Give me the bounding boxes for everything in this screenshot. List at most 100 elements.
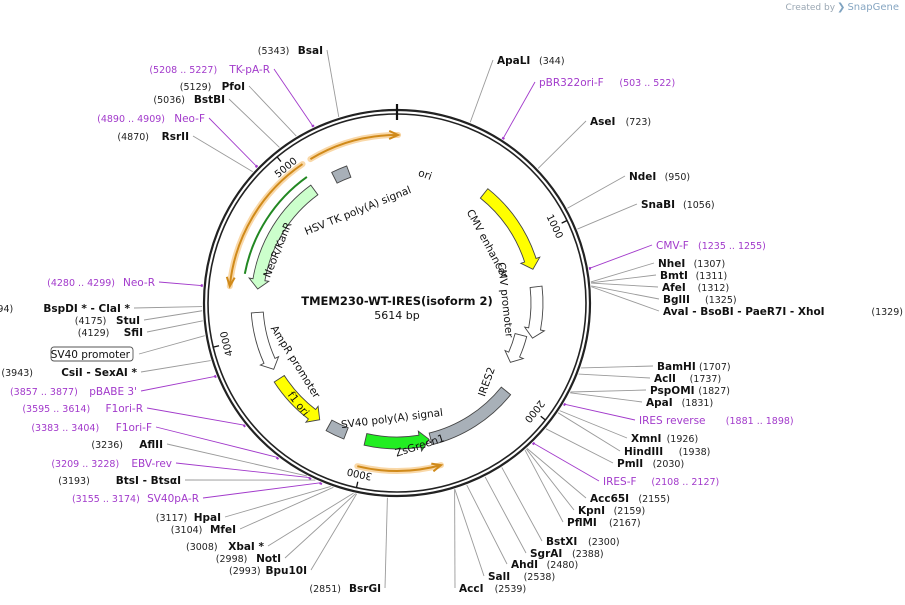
- site-label-ahdi[interactable]: AhdI(2480): [511, 559, 578, 571]
- site-label-pmli[interactable]: PmlI(2030): [617, 458, 684, 470]
- feature-label-cmv-promoter[interactable]: CMV promoter: [495, 262, 515, 339]
- site-label-acli[interactable]: AclI(1737): [654, 373, 721, 385]
- site-label-acci[interactable]: AccI(2539): [459, 583, 526, 595]
- site-label-bsrgi[interactable]: BsrGI(2851): [309, 583, 381, 595]
- feature-hsv-tk-poly-a-signal[interactable]: [331, 165, 352, 184]
- label-name[interactable]: AclI: [654, 373, 676, 385]
- label-name[interactable]: AfeI: [662, 282, 686, 294]
- site-label-xmni[interactable]: XmnI(1926): [631, 433, 698, 445]
- site-label-bpu10i[interactable]: Bpu10I(2993): [229, 565, 307, 577]
- label-name[interactable]: RsrII: [162, 131, 189, 143]
- feature-label-ori[interactable]: ori: [417, 167, 434, 183]
- label-name[interactable]: ApaLI: [497, 55, 530, 67]
- site-label-bglii[interactable]: BglII(1325): [663, 294, 737, 306]
- site-label-afei[interactable]: AfeI(1312): [662, 282, 729, 294]
- label-name[interactable]: AvaI - BsoBI - PaeR7I - XhoI: [663, 306, 825, 318]
- site-label-bspdi-clai[interactable]: BspDI * - ClaI *(4194): [0, 303, 131, 315]
- label-name[interactable]: CMV-F: [656, 240, 689, 252]
- site-label-acc65i[interactable]: Acc65I(2155): [590, 493, 670, 505]
- label-name[interactable]: IRES reverse: [639, 415, 706, 427]
- feature-label-sv40-poly-a-signal[interactable]: SV40 poly(A) signal: [340, 407, 443, 431]
- feature-cmv-promoter[interactable]: [504, 333, 528, 363]
- site-label-xbai[interactable]: XbaI *(3008): [186, 541, 264, 553]
- label-name[interactable]: pBABE 3': [89, 386, 137, 398]
- label-name[interactable]: EBV-rev: [131, 458, 172, 470]
- primer-label-neo-f[interactable]: Neo-F(4890 .. 4909): [97, 113, 205, 125]
- primer-label-pbabe-3[interactable]: pBABE 3'(3857 .. 3877): [10, 386, 137, 398]
- feature-label-ires2[interactable]: IRES2: [476, 366, 498, 399]
- primer-label-sv40pa-r[interactable]: SV40pA-R(3155 .. 3174): [72, 493, 199, 505]
- label-name[interactable]: XbaI *: [228, 541, 264, 553]
- site-label-avai-bsobi-paer7i-xhoi[interactable]: AvaI - BsoBI - PaeR7I - XhoI(1329): [663, 306, 903, 318]
- label-name[interactable]: PflMI: [567, 517, 597, 529]
- primer-label-f1ori-f[interactable]: F1ori-F(3383 .. 3404): [31, 422, 152, 434]
- site-label-noti[interactable]: NotI(2998): [216, 553, 281, 565]
- label-name[interactable]: BstXI: [546, 536, 577, 548]
- label-name[interactable]: SalI: [488, 571, 510, 583]
- site-label-snabi[interactable]: SnaBI(1056): [641, 199, 715, 211]
- label-name[interactable]: F1ori-R: [106, 403, 143, 415]
- site-label-apai[interactable]: ApaI(1831): [646, 397, 713, 409]
- primer-label-cmv-f[interactable]: CMV-F(1235 .. 1255): [656, 240, 766, 252]
- feature-cmv-enhancer[interactable]: [523, 285, 546, 339]
- site-label-nhei[interactable]: NheI(1307): [658, 258, 725, 270]
- feature-neor-kanr[interactable]: [248, 184, 319, 290]
- site-label-sfii[interactable]: SfiI(4129): [78, 327, 143, 339]
- label-name[interactable]: AflII: [139, 439, 163, 451]
- site-label-kpni[interactable]: KpnI(2159): [578, 505, 645, 517]
- site-label-btsi-bts-i[interactable]: BtsI - BtsαI(3193): [58, 475, 181, 487]
- label-name[interactable]: TK-pA-R: [228, 64, 270, 76]
- label-name[interactable]: PmlI: [617, 458, 643, 470]
- site-label-ndei[interactable]: NdeI(950): [629, 171, 690, 183]
- primer-label-pbr322ori-f[interactable]: pBR322ori-F(503 .. 522): [539, 77, 675, 89]
- primer-label-ebv-rev[interactable]: EBV-rev(3209 .. 3228): [51, 458, 172, 470]
- label-name[interactable]: ApaI: [646, 397, 673, 409]
- label-name[interactable]: AhdI: [511, 559, 538, 571]
- feature-sv40-poly-a-signal[interactable]: [325, 419, 349, 440]
- label-name[interactable]: HpaI: [194, 512, 221, 524]
- label-name[interactable]: IRES-F: [603, 476, 637, 488]
- label-name[interactable]: PspOMI: [650, 385, 695, 397]
- label-name[interactable]: BamHI: [657, 361, 696, 373]
- site-label-pspomi[interactable]: PspOMI(1827): [650, 385, 730, 397]
- site-label-bstbi[interactable]: BstBI(5036): [153, 94, 225, 106]
- site-label-pfoi[interactable]: PfoI(5129): [180, 81, 245, 93]
- site-label-rsrii[interactable]: RsrII(4870): [117, 131, 189, 143]
- label-name[interactable]: pBR322ori-F: [539, 77, 604, 89]
- label-name[interactable]: SV40pA-R: [147, 493, 199, 505]
- primer-label-tk-pa-r[interactable]: TK-pA-R(5208 .. 5227): [149, 64, 270, 76]
- site-label-apali[interactable]: ApaLI(344): [497, 55, 565, 67]
- label-name[interactable]: HindIII: [624, 446, 663, 458]
- site-label-bstxi[interactable]: BstXI(2300): [546, 536, 620, 548]
- label-name[interactable]: Neo-F: [174, 113, 205, 125]
- label-name[interactable]: Neo-R: [123, 277, 155, 289]
- site-label-bsai[interactable]: BsaI(5343): [258, 45, 323, 57]
- label-name[interactable]: SgrAI: [530, 548, 562, 560]
- label-name[interactable]: BsrGI: [349, 583, 381, 595]
- site-label-stui[interactable]: StuI(4175): [75, 315, 140, 327]
- label-name[interactable]: Acc65I: [590, 493, 629, 505]
- primer-label-ires-f[interactable]: IRES-F(2108 .. 2127): [603, 476, 719, 488]
- site-label-pflmi[interactable]: PflMI(2167): [567, 517, 641, 529]
- site-label-sgrai[interactable]: SgrAI(2388): [530, 548, 604, 560]
- label-name[interactable]: NdeI: [629, 171, 656, 183]
- site-label-sali[interactable]: SalI(2538): [488, 571, 555, 583]
- feature-zsgreen1[interactable]: [363, 430, 430, 453]
- label-name[interactable]: BmtI: [660, 270, 688, 282]
- site-label-csii-sexai[interactable]: CsiI - SexAI *(3943): [1, 367, 137, 379]
- site-label-sv40-promoter[interactable]: SV40 promoter: [50, 346, 134, 362]
- site-label-asei[interactable]: AseI(723): [590, 116, 651, 128]
- label-name[interactable]: MfeI: [210, 524, 236, 536]
- label-name[interactable]: BstBI: [194, 94, 225, 106]
- label-name[interactable]: NotI: [256, 553, 281, 565]
- site-label-bamhi[interactable]: BamHI(1707): [657, 361, 731, 373]
- site-label-aflii[interactable]: AflII(3236): [91, 439, 163, 451]
- label-name[interactable]: BsaI: [298, 45, 323, 57]
- label-name[interactable]: PfoI: [222, 81, 245, 93]
- label-name[interactable]: F1ori-F: [116, 422, 152, 434]
- boxed-feature-label[interactable]: SV40 promoter: [51, 349, 131, 361]
- site-label-bmti[interactable]: BmtI(1311): [660, 270, 727, 282]
- label-name[interactable]: BspDI * - ClaI *: [43, 303, 130, 315]
- label-name[interactable]: BtsI - BtsαI: [116, 475, 181, 487]
- label-name[interactable]: StuI: [116, 315, 140, 327]
